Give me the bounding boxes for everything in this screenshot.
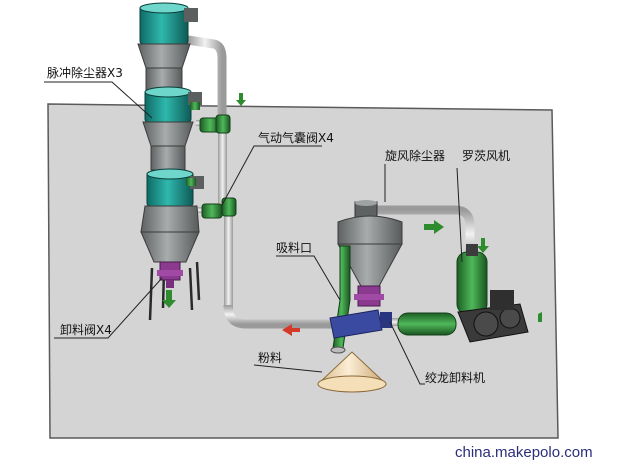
flow-arrow-down — [162, 290, 176, 308]
screw-discharger — [329, 309, 457, 339]
pulse-dust-collector-3 — [140, 168, 204, 263]
label-powder: 粉料 — [258, 351, 282, 365]
flow-arrow-down — [477, 238, 489, 253]
label-pulse-dust-collector: 脉冲除尘器X3 — [47, 65, 123, 80]
label-screw-discharger: 绞龙卸料机 — [425, 370, 485, 385]
label-pneumatic-airbag-valve: 气动气囊阀X4 — [258, 130, 334, 145]
pneumatic-airbag-valves — [186, 102, 237, 219]
cyclone-dust-collector — [337, 200, 403, 289]
leader-lines — [44, 81, 463, 385]
flow-arrow-left — [282, 324, 300, 336]
watermark: china.makepolo.com — [455, 444, 593, 461]
pulse-dust-collector-2 — [142, 86, 202, 171]
label-cyclone-dust-collector: 旋风除尘器 — [385, 148, 445, 163]
label-discharge-valve: 卸料阀X4 — [60, 322, 112, 337]
flow-arrow-down — [236, 93, 246, 106]
pulse-dust-collector-1 — [137, 2, 198, 91]
flow-arrows — [162, 93, 542, 336]
cyclone-rotary-valve — [354, 285, 384, 307]
label-roots-blower: 罗茨风机 — [462, 149, 510, 163]
powder-pile — [317, 351, 387, 393]
roots-blower — [456, 244, 529, 343]
flow-arrow-right — [538, 312, 542, 322]
pulse-dust-collector-stack — [137, 2, 204, 263]
label-suction-inlet: 吸料口 — [276, 241, 312, 255]
flow-arrow-right — [424, 220, 444, 234]
discharge-valve — [157, 261, 183, 288]
